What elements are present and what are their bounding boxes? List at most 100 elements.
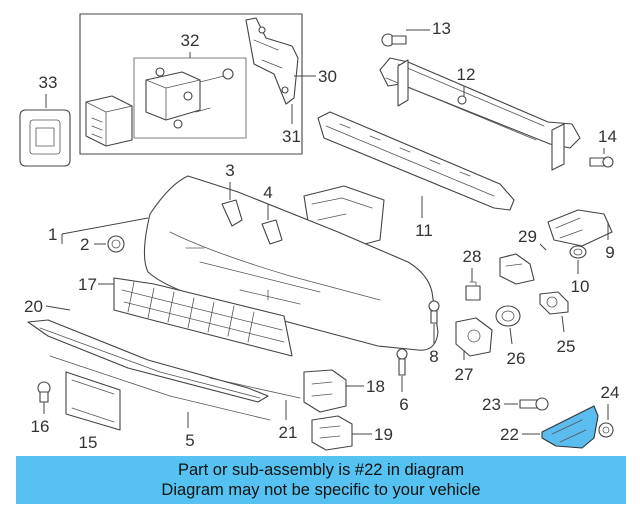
part-13-bolt <box>381 33 407 47</box>
svg-text:13: 13 <box>432 19 451 38</box>
info-banner: Part or sub-assembly is #22 in diagram D… <box>16 456 626 504</box>
svg-text:32: 32 <box>181 31 200 50</box>
part-24-nut <box>598 422 614 438</box>
svg-text:2: 2 <box>80 235 89 254</box>
part-10-grommet <box>569 245 587 259</box>
callout-16: 16 <box>31 402 50 436</box>
callout-11: 11 <box>415 196 433 240</box>
callout-5: 5 <box>185 412 195 450</box>
callout-30: 30 <box>294 67 337 86</box>
svg-text:20: 20 <box>24 297 43 316</box>
part-6-bolt <box>396 348 408 376</box>
part-29-bracket <box>499 253 535 285</box>
svg-text:17: 17 <box>78 275 97 294</box>
callout-13: 13 <box>406 19 451 38</box>
part-9-side-bracket <box>547 209 613 247</box>
svg-text:15: 15 <box>79 433 98 452</box>
part-2-plug <box>107 235 125 253</box>
svg-text:10: 10 <box>571 277 590 296</box>
svg-text:6: 6 <box>399 395 408 414</box>
svg-text:12: 12 <box>457 65 476 84</box>
callout-1: 1 <box>48 217 149 244</box>
part-8-bolt <box>428 300 440 324</box>
part-28-clip <box>465 281 481 301</box>
part-16-clip <box>37 381 51 403</box>
banner-line-2: Diagram may not be specific to your vehi… <box>161 481 481 499</box>
part-15-license-plate-bracket <box>65 371 121 431</box>
part-26-sensor <box>495 305 521 327</box>
part-21-trim-strip <box>209 377 301 399</box>
svg-text:24: 24 <box>601 383 620 402</box>
callout-3: 3 <box>225 161 235 200</box>
callout-21: 21 <box>279 400 298 442</box>
part-23-bolt <box>519 397 549 411</box>
callout-27: 27 <box>455 350 474 384</box>
callout-15: 15 <box>79 433 98 452</box>
callout-31: 31 <box>282 104 301 146</box>
svg-text:27: 27 <box>455 365 474 384</box>
callout-25: 25 <box>557 315 576 356</box>
part-33-fog-lamp <box>19 109 71 167</box>
callout-18: 18 <box>346 377 385 396</box>
part-19-bracket <box>311 415 353 451</box>
part-3-clip <box>221 199 243 227</box>
part-30-mounting-bracket <box>245 17 299 105</box>
callout-6: 6 <box>399 376 409 414</box>
part-12-impact-bar <box>379 57 581 171</box>
svg-text:5: 5 <box>185 431 194 450</box>
svg-text:9: 9 <box>605 243 614 262</box>
callout-10: 10 <box>571 260 590 296</box>
svg-text:1: 1 <box>48 225 57 244</box>
part-5-trim-strip <box>49 355 271 421</box>
svg-text:29: 29 <box>518 227 537 246</box>
callout-26: 26 <box>507 327 526 368</box>
callout-22: 22 <box>500 425 540 444</box>
callout-12: 12 <box>457 65 476 96</box>
svg-text:11: 11 <box>415 221 433 240</box>
part-18-bracket <box>303 369 347 413</box>
svg-text:26: 26 <box>507 349 526 368</box>
svg-text:21: 21 <box>279 423 298 442</box>
callout-28: 28 <box>463 247 482 282</box>
callout-29: 29 <box>518 227 547 251</box>
svg-text:30: 30 <box>318 67 337 86</box>
part-32-radar-sensor-inset <box>79 13 303 155</box>
svg-text:16: 16 <box>31 417 50 436</box>
part-22-highlighted[interactable] <box>541 405 599 449</box>
part-17-lower-grille <box>113 277 293 357</box>
exploded-parts-diagram: 32 30 31 33 13 <box>19 13 620 452</box>
part-14-bolt <box>589 156 614 168</box>
svg-text:19: 19 <box>374 425 393 444</box>
callout-32: 32 <box>181 31 200 58</box>
part-20-lower-spoiler <box>27 319 269 403</box>
callout-17: 17 <box>78 275 114 294</box>
svg-text:8: 8 <box>429 347 438 366</box>
callout-4: 4 <box>263 183 273 220</box>
svg-text:25: 25 <box>557 337 576 356</box>
callout-2: 2 <box>80 235 106 254</box>
svg-text:28: 28 <box>463 247 482 266</box>
banner-line-1: Part or sub-assembly is #22 in diagram <box>177 461 465 479</box>
part-4-clip <box>261 219 283 245</box>
callout-8: 8 <box>429 324 439 366</box>
callout-19: 19 <box>352 425 393 444</box>
part-27-sensor-holder <box>455 317 493 357</box>
svg-text:14: 14 <box>598 127 617 146</box>
svg-text:3: 3 <box>225 161 234 180</box>
svg-text:23: 23 <box>482 395 501 414</box>
svg-text:18: 18 <box>366 377 385 396</box>
callout-24: 24 <box>601 383 620 420</box>
part-11-energy-absorber <box>317 111 515 211</box>
part-1-bumper-cover <box>143 175 439 351</box>
svg-text:31: 31 <box>282 127 301 146</box>
svg-text:33: 33 <box>39 73 58 92</box>
svg-text:4: 4 <box>263 183 272 202</box>
callout-14: 14 <box>598 127 617 154</box>
callout-33: 33 <box>39 73 58 108</box>
callout-23: 23 <box>482 395 518 414</box>
callout-9: 9 <box>605 222 615 262</box>
callout-20: 20 <box>24 297 71 316</box>
part-25-sensor <box>539 291 569 315</box>
svg-text:22: 22 <box>500 425 519 444</box>
